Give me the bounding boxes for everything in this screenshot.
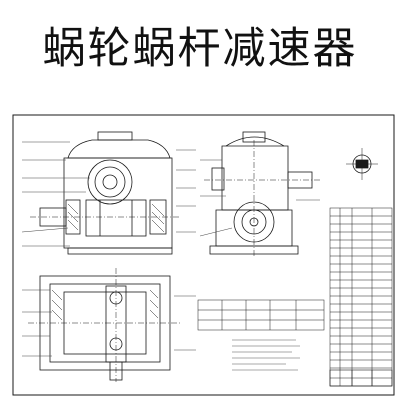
top-view-leaders [22, 289, 196, 357]
side-view-leaders [199, 159, 320, 237]
top-view [28, 268, 182, 382]
title-block [329, 369, 393, 387]
keyway-detail [346, 148, 378, 180]
front-view [30, 131, 180, 255]
technical-notes [232, 339, 300, 371]
parts-list-rows [330, 215, 392, 369]
drawing-border [12, 114, 395, 396]
parts-list [329, 207, 393, 387]
front-view-leaders [21, 141, 196, 247]
page-title: 蜗轮蜗杆减速器 [42, 24, 358, 74]
side-view [204, 131, 320, 256]
technical-table [197, 299, 325, 331]
